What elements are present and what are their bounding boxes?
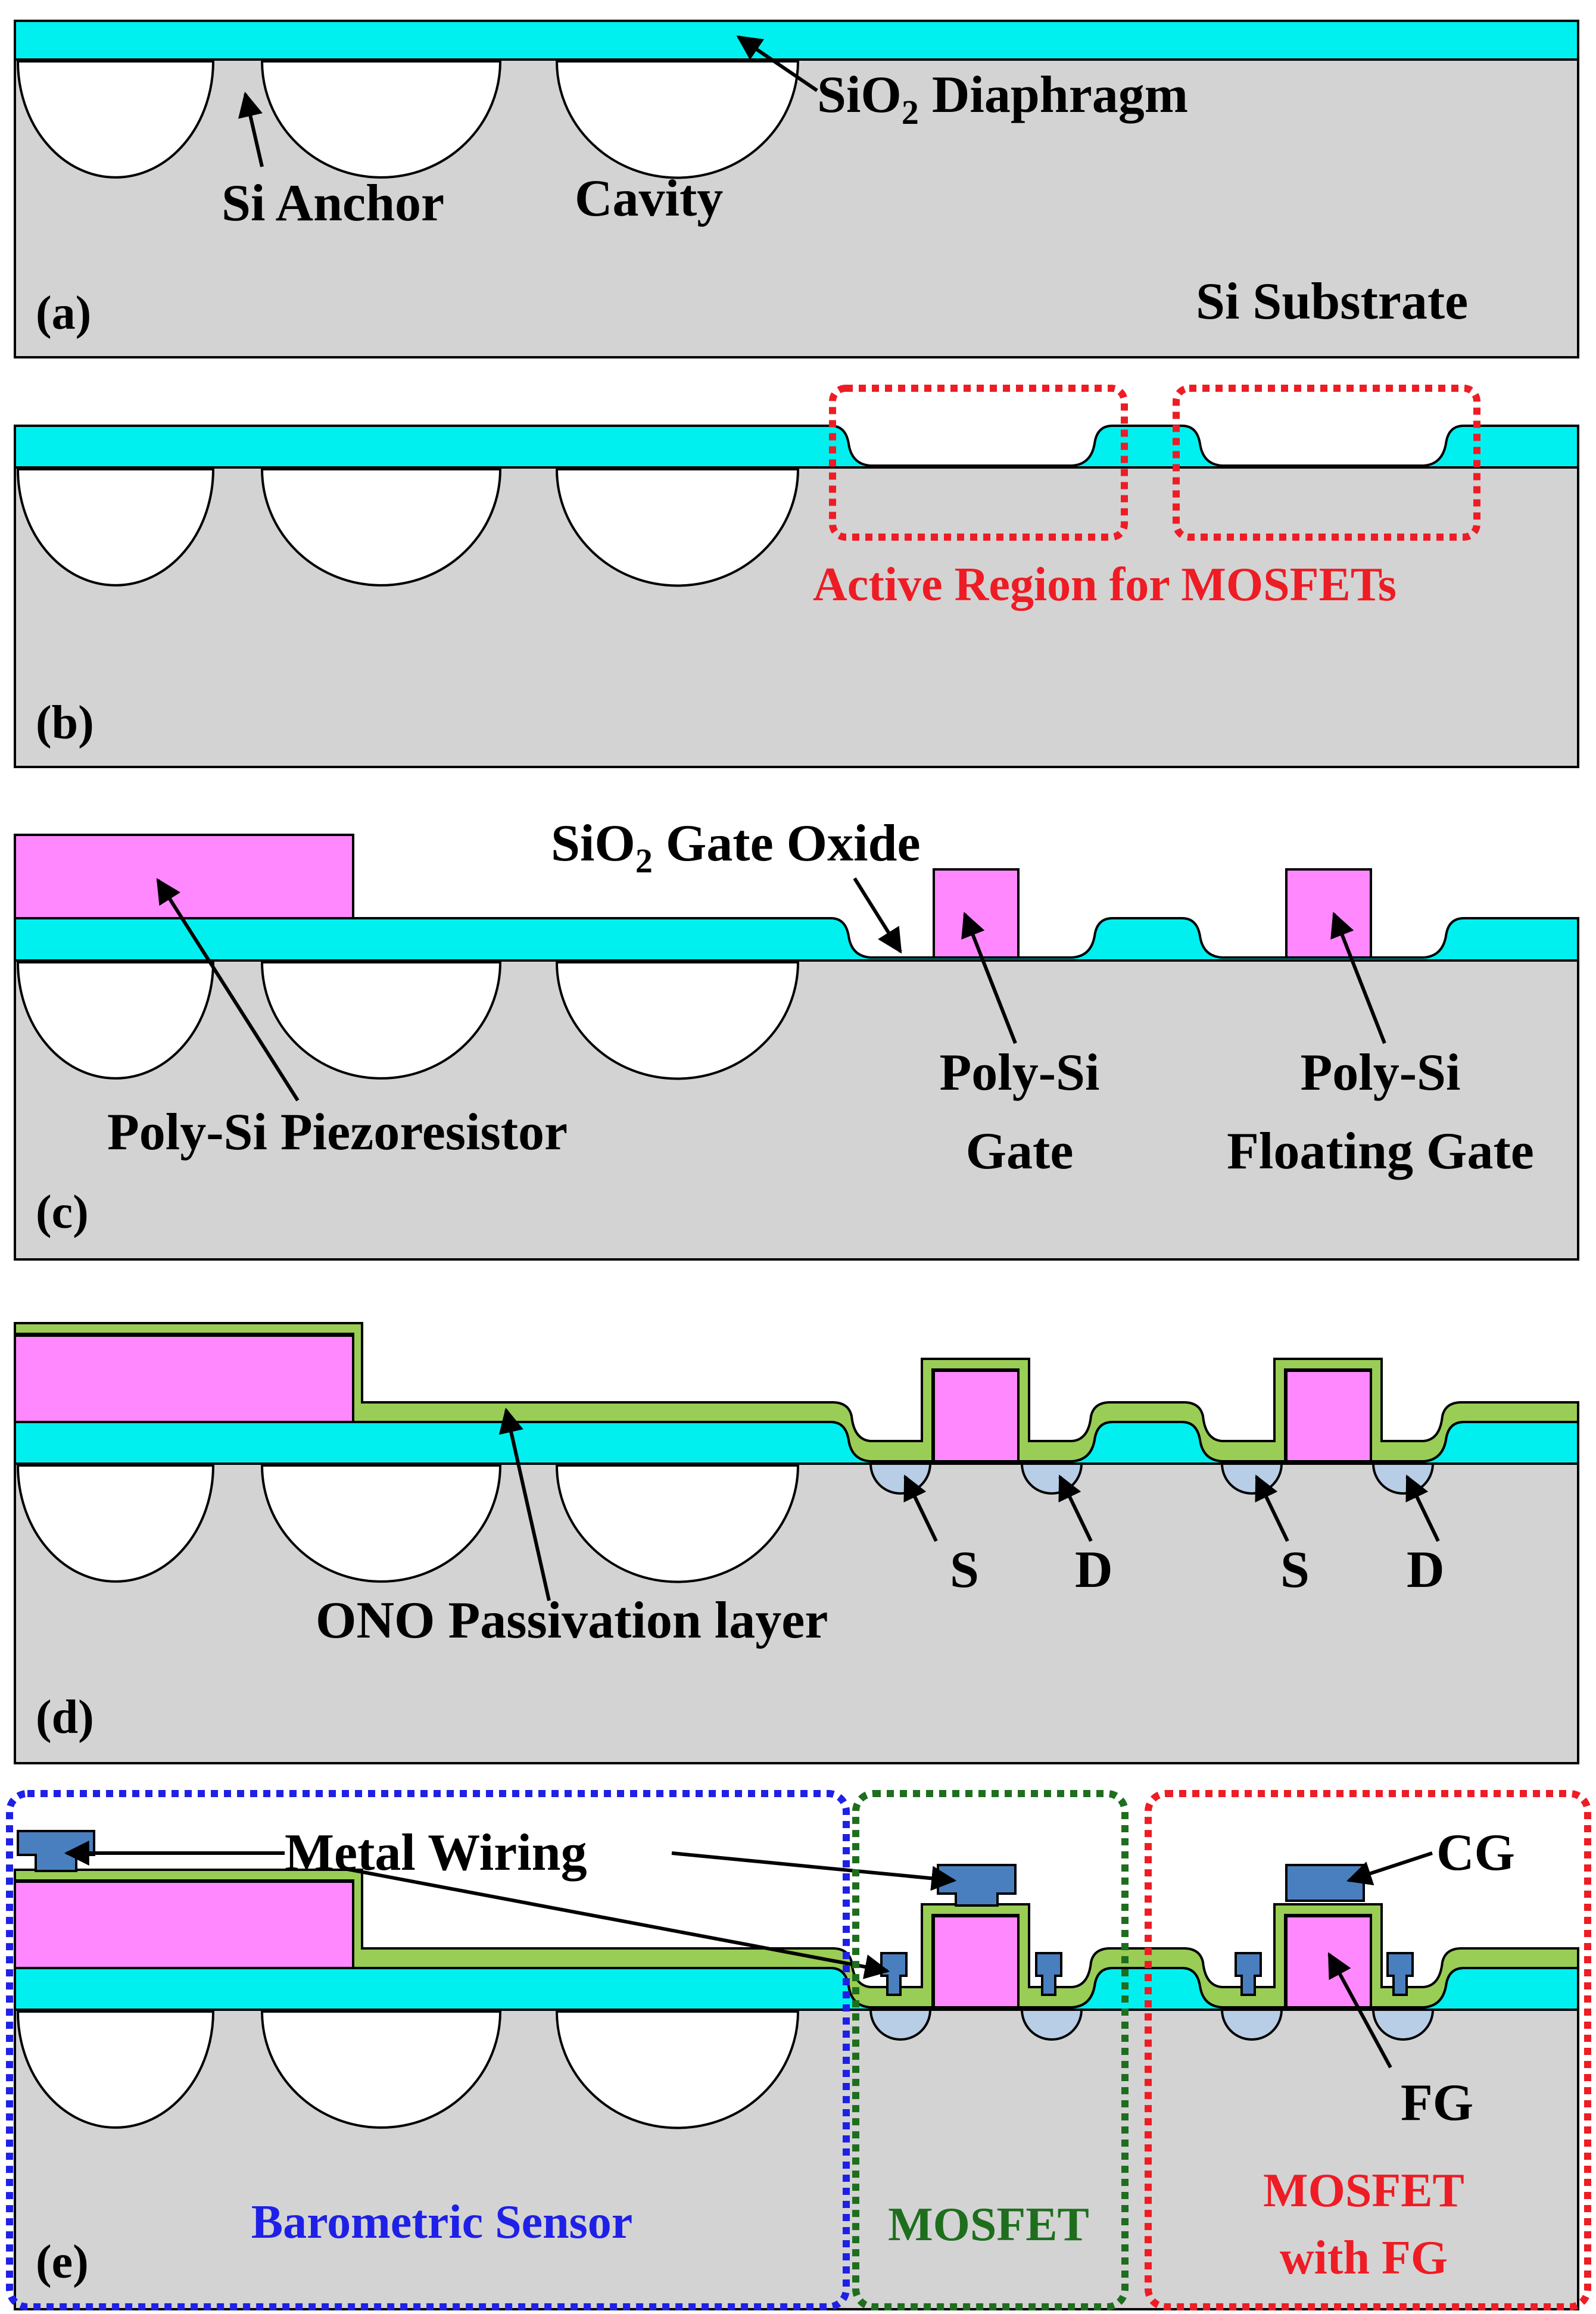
barometric-sensor-label: Barometric Sensor bbox=[251, 2196, 633, 2248]
metal-drain-contact bbox=[1386, 1952, 1414, 1996]
gate-label-line2: Gate bbox=[966, 1122, 1074, 1180]
poly-si-piezoresistor bbox=[14, 834, 354, 919]
arrow bbox=[498, 1407, 551, 1601]
control-gate bbox=[1285, 1864, 1365, 1902]
poly-si-gate bbox=[933, 1370, 1020, 1462]
mosfet-fg-label-line2: with FG bbox=[1280, 2232, 1448, 2284]
poly-si-floating-gate bbox=[1285, 868, 1372, 959]
cavity bbox=[555, 2010, 800, 2129]
cavity bbox=[16, 468, 215, 587]
arrow bbox=[1330, 912, 1386, 1044]
sio2-diaphragm bbox=[14, 20, 1579, 61]
mosfet-label: MOSFET bbox=[888, 2198, 1089, 2251]
panel-b: Active Region for MOSFETs (b) bbox=[14, 385, 1579, 768]
panel-tag: (e) bbox=[36, 2236, 89, 2288]
substrate-label: Si Substrate bbox=[1196, 273, 1468, 330]
piezoresistor-label: Poly-Si Piezoresistor bbox=[107, 1103, 568, 1161]
sio2-layer bbox=[14, 425, 1579, 469]
ono-passivation-layer bbox=[14, 1869, 1579, 2009]
active-region-label: Active Region for MOSFETs bbox=[813, 559, 1396, 611]
panel-tag: (d) bbox=[36, 1691, 94, 1744]
sio2-layer bbox=[14, 917, 1579, 962]
floating-gate bbox=[1285, 1915, 1372, 2009]
cavity bbox=[16, 961, 215, 1080]
drain-label: D bbox=[1407, 1541, 1445, 1599]
diaphragm-label: SiO2 Diaphragm bbox=[817, 66, 1188, 132]
cavity bbox=[16, 1464, 215, 1583]
panel-tag: (a) bbox=[36, 287, 91, 339]
cg-label: CG bbox=[1436, 1824, 1515, 1882]
source-label: S bbox=[950, 1541, 979, 1599]
barometric-sensor-box bbox=[6, 1790, 850, 2310]
arrow bbox=[853, 877, 902, 954]
panel-c: SiO2 Gate Oxide Poly-Si Piezoresistor Po… bbox=[14, 815, 1579, 1261]
arrow bbox=[238, 91, 264, 167]
mosfet-fg-label-line1: MOSFET bbox=[1263, 2165, 1464, 2217]
arrow bbox=[1255, 1474, 1289, 1542]
metal-wiring-label: Metal Wiring bbox=[285, 1824, 587, 1882]
passivation-label: ONO Passivation layer bbox=[316, 1592, 828, 1649]
arrow bbox=[903, 1474, 938, 1542]
metal-drain-contact bbox=[1035, 1952, 1062, 1996]
ono-passivation-layer bbox=[14, 1322, 1579, 1462]
gate-oxide-label: SiO2 Gate Oxide bbox=[551, 815, 921, 880]
si-substrate bbox=[14, 466, 1579, 768]
arrow bbox=[344, 1867, 890, 1979]
panel-tag: (b) bbox=[36, 697, 94, 749]
panel-d: S D S D ONO Passivation layer (d) bbox=[14, 1322, 1579, 1764]
metal-gate-contact bbox=[937, 1864, 1017, 1907]
source-region bbox=[869, 2009, 932, 2041]
active-region-box bbox=[829, 385, 1128, 541]
cavity bbox=[260, 468, 502, 587]
metal-source-contact bbox=[1235, 1952, 1262, 1996]
source-region bbox=[1220, 2009, 1283, 2041]
anchor-label: Si Anchor bbox=[222, 174, 444, 232]
panel-tag: (c) bbox=[36, 1186, 89, 1239]
gate-label-line1: Poly-Si bbox=[940, 1044, 1100, 1102]
panel-e: Metal Wiring CG FG Barometric Sensor MOS… bbox=[6, 1790, 1591, 2310]
drain-region bbox=[1020, 2009, 1083, 2041]
arrow bbox=[736, 35, 818, 92]
drain-region bbox=[1371, 2009, 1435, 2041]
cavity bbox=[260, 1464, 502, 1583]
metal-pad bbox=[17, 1830, 95, 1872]
arrow bbox=[1058, 1474, 1093, 1542]
arrow bbox=[1405, 1474, 1440, 1542]
arrow bbox=[961, 912, 1017, 1044]
poly-si-gate bbox=[933, 1915, 1020, 2009]
cavity-label: Cavity bbox=[575, 170, 723, 227]
cavity bbox=[555, 60, 800, 179]
arrow bbox=[1346, 1851, 1433, 1886]
poly-si-piezoresistor bbox=[14, 1334, 354, 1423]
cavity bbox=[555, 468, 800, 587]
cavity bbox=[260, 2010, 502, 2129]
floating-gate-label-line2: Floating Gate bbox=[1227, 1122, 1534, 1180]
poly-si-floating-gate bbox=[1285, 1370, 1372, 1462]
cavity bbox=[260, 60, 502, 179]
panel-a: SiO2 Diaphragm Si Anchor Cavity Si Subst… bbox=[14, 20, 1579, 358]
cavity bbox=[260, 961, 502, 1080]
drain-label: D bbox=[1075, 1541, 1113, 1599]
active-region-box bbox=[1173, 385, 1480, 541]
source-label: S bbox=[1280, 1541, 1310, 1599]
arrow bbox=[671, 1851, 957, 1891]
arrow bbox=[1327, 1952, 1392, 2069]
fg-label: FG bbox=[1401, 2074, 1473, 2132]
cavity bbox=[16, 2010, 215, 2129]
cavity bbox=[16, 60, 215, 179]
mosfet-box bbox=[852, 1790, 1129, 2310]
cavity bbox=[555, 961, 800, 1080]
poly-si-piezoresistor bbox=[14, 1880, 354, 1969]
floating-gate-label-line1: Poly-Si bbox=[1301, 1044, 1461, 1102]
mosfet-fg-box bbox=[1145, 1790, 1591, 2310]
cavity bbox=[555, 1464, 800, 1583]
arrow bbox=[156, 878, 300, 1102]
